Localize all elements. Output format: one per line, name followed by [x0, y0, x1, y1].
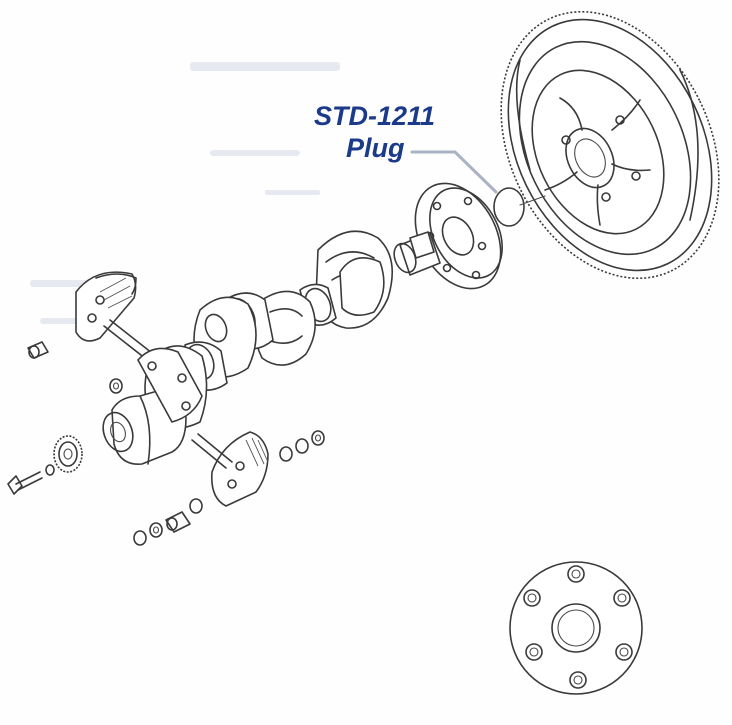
callout-leader-line — [410, 150, 498, 194]
washer-icon — [109, 378, 325, 546]
callout-part-number: STD-1211 — [314, 101, 436, 131]
callout-part-name: Plug — [346, 133, 405, 163]
adapter-plate-icon — [509, 561, 643, 695]
counterweight-icon — [191, 431, 269, 507]
bolt-icon — [7, 464, 55, 495]
spacer-icon — [27, 341, 49, 359]
spacer-icon — [137, 347, 203, 423]
pulley-icon — [53, 435, 83, 473]
plug-icon — [493, 187, 525, 227]
background-marks — [30, 62, 340, 324]
spacer-icon — [165, 511, 191, 533]
flywheel-icon — [500, 10, 720, 280]
crankshaft-icon — [102, 230, 441, 465]
